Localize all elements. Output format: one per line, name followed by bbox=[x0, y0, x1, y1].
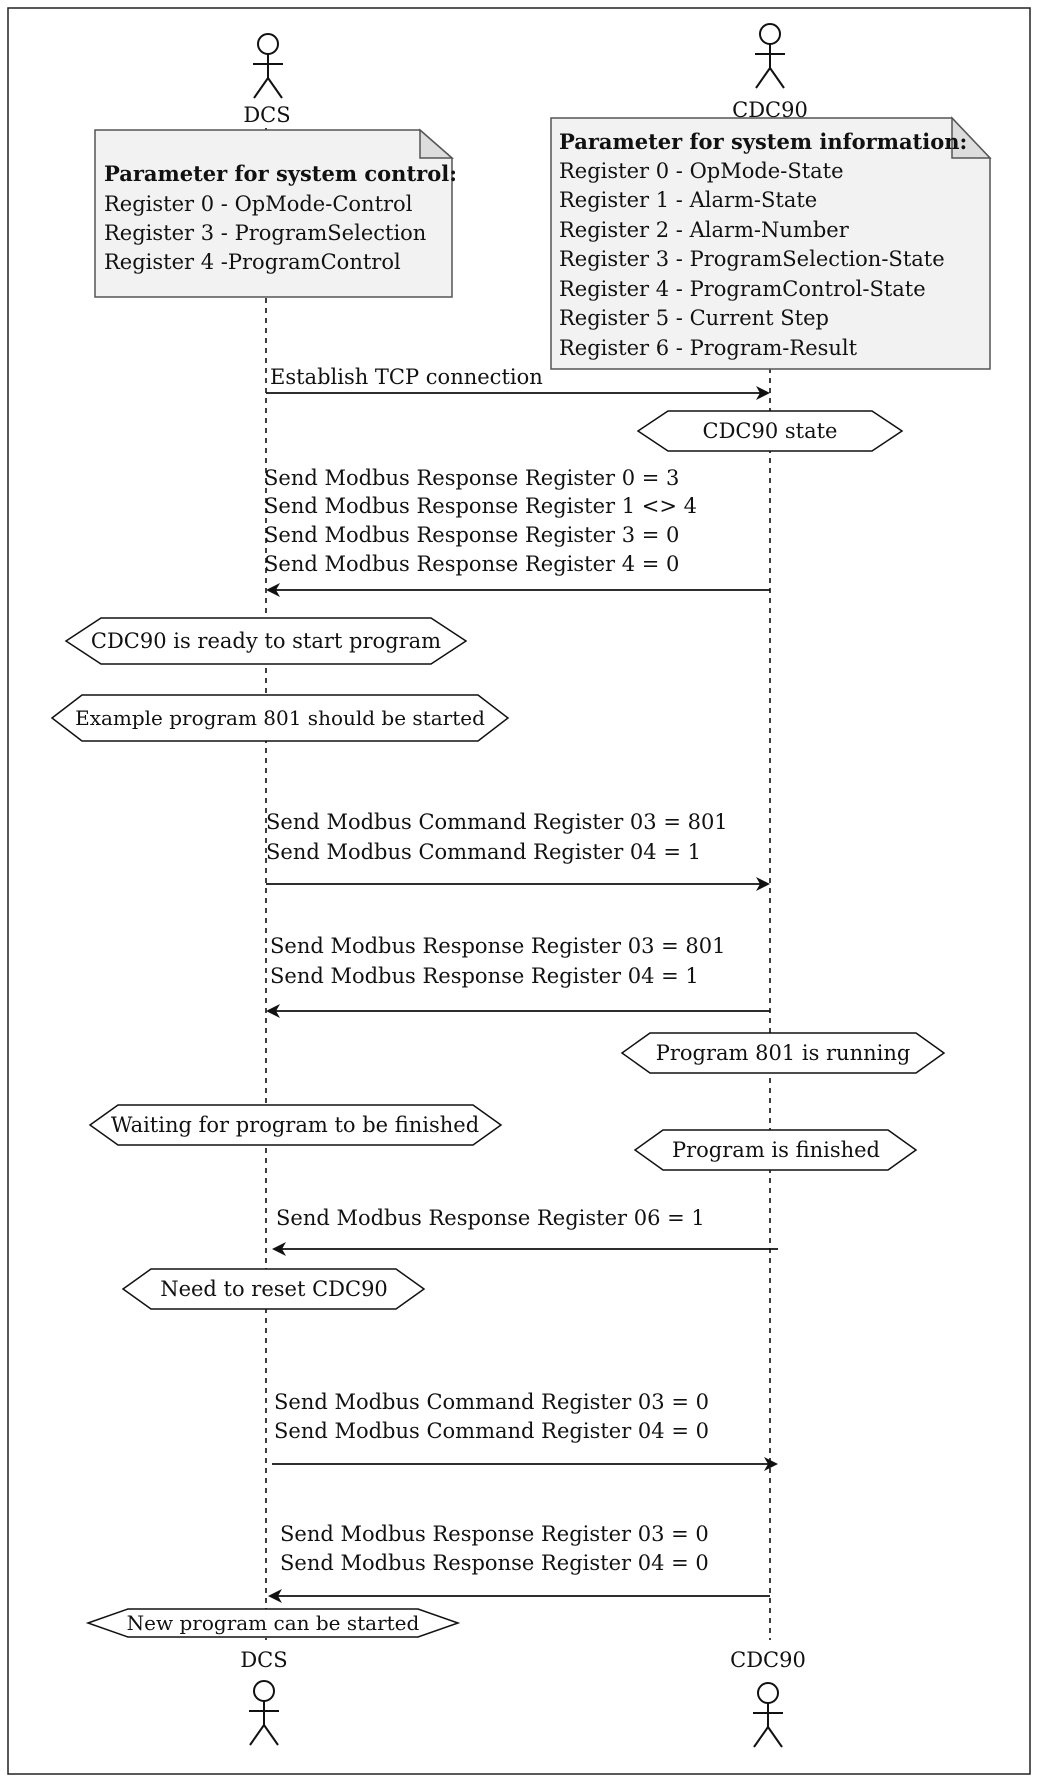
message-label: Send Modbus Response Register 04 = 0 bbox=[280, 1551, 709, 1575]
state-ready-to-start: CDC90 is ready to start program bbox=[64, 617, 468, 665]
state-cdc90-state: CDC90 state bbox=[636, 410, 904, 452]
message-label: Send Modbus Response Register 06 = 1 bbox=[276, 1206, 705, 1230]
system-control-note: Parameter for system control: Register 0… bbox=[94, 128, 457, 298]
system-information-note-line: Register 6 - Program-Result bbox=[559, 336, 858, 360]
message-response-reset: Send Modbus Response Register 03 = 0 Sen… bbox=[268, 1522, 770, 1603]
dcs-actor-top-icon bbox=[253, 33, 283, 99]
state-label: Example program 801 should be started bbox=[75, 706, 485, 730]
state-label: New program can be started bbox=[127, 1611, 420, 1635]
message-label: Send Modbus Response Register 04 = 1 bbox=[270, 964, 699, 988]
state-label: Need to reset CDC90 bbox=[160, 1277, 388, 1301]
message-label: Send Modbus Response Register 0 = 3 bbox=[264, 466, 679, 490]
cdc90-actor-bottom-icon bbox=[753, 1682, 783, 1748]
message-label: Send Modbus Command Register 04 = 1 bbox=[266, 840, 701, 864]
cdc90-actor-top-icon bbox=[755, 23, 785, 89]
message-establish-tcp: Establish TCP connection bbox=[266, 365, 770, 400]
message-command-start: Send Modbus Command Register 03 = 801 Se… bbox=[266, 810, 770, 891]
state-label: CDC90 is ready to start program bbox=[91, 629, 441, 653]
system-information-note: Parameter for system information: Regist… bbox=[550, 116, 992, 370]
state-program-finished: Program is finished bbox=[633, 1129, 918, 1171]
system-information-note-line: Register 0 - OpMode-State bbox=[559, 159, 844, 183]
system-control-note-line: Register 4 -ProgramControl bbox=[104, 250, 401, 274]
dcs-actor-bottom-label: DCS bbox=[240, 1648, 287, 1672]
state-label: CDC90 state bbox=[703, 419, 838, 443]
message-label: Send Modbus Command Register 04 = 0 bbox=[274, 1419, 709, 1443]
message-command-reset: Send Modbus Command Register 03 = 0 Send… bbox=[272, 1390, 778, 1471]
state-label: Program 801 is running bbox=[656, 1041, 911, 1065]
state-waiting: Waiting for program to be finished bbox=[88, 1104, 503, 1146]
state-label: Program is finished bbox=[672, 1138, 880, 1162]
message-label: Send Modbus Response Register 3 = 0 bbox=[264, 523, 679, 547]
message-response-result: Send Modbus Response Register 06 = 1 bbox=[272, 1206, 778, 1256]
state-program-running: Program 801 is running bbox=[620, 1032, 946, 1074]
message-label: Send Modbus Response Register 03 = 801 bbox=[270, 934, 725, 958]
system-information-note-line: Register 2 - Alarm-Number bbox=[559, 218, 850, 242]
system-information-note-line: Register 5 - Current Step bbox=[559, 306, 829, 330]
diagram-frame bbox=[7, 7, 1031, 1775]
dcs-actor-bottom-icon bbox=[249, 1680, 279, 1746]
system-information-note-line: Register 4 - ProgramControl-State bbox=[559, 277, 926, 301]
state-label: Waiting for program to be finished bbox=[111, 1113, 479, 1137]
state-program-should-start: Example program 801 should be started bbox=[50, 694, 510, 742]
state-need-reset: Need to reset CDC90 bbox=[121, 1268, 426, 1310]
system-information-note-line: Register 1 - Alarm-State bbox=[559, 188, 817, 212]
cdc90-actor-bottom-label: CDC90 bbox=[730, 1648, 806, 1672]
message-response-initial: Send Modbus Response Register 0 = 3 Send… bbox=[264, 466, 770, 597]
message-label: Send Modbus Response Register 4 = 0 bbox=[264, 552, 679, 576]
message-label: Send Modbus Command Register 03 = 801 bbox=[266, 810, 728, 834]
message-label: Send Modbus Command Register 03 = 0 bbox=[274, 1390, 709, 1414]
system-information-note-title: Parameter for system information: bbox=[559, 129, 967, 154]
state-new-program: New program can be started bbox=[85, 1608, 461, 1638]
message-response-start: Send Modbus Response Register 03 = 801 S… bbox=[266, 934, 770, 1018]
system-control-note-line: Register 0 - OpMode-Control bbox=[104, 192, 413, 216]
message-label: Send Modbus Response Register 1 <> 4 bbox=[264, 494, 697, 518]
message-label: Establish TCP connection bbox=[270, 365, 543, 389]
dcs-actor-top-label: DCS bbox=[243, 103, 290, 127]
system-information-note-line: Register 3 - ProgramSelection-State bbox=[559, 247, 945, 271]
system-control-note-title: Parameter for system control: bbox=[104, 161, 457, 186]
system-control-note-line: Register 3 - ProgramSelection bbox=[104, 221, 426, 245]
message-label: Send Modbus Response Register 03 = 0 bbox=[280, 1522, 709, 1546]
